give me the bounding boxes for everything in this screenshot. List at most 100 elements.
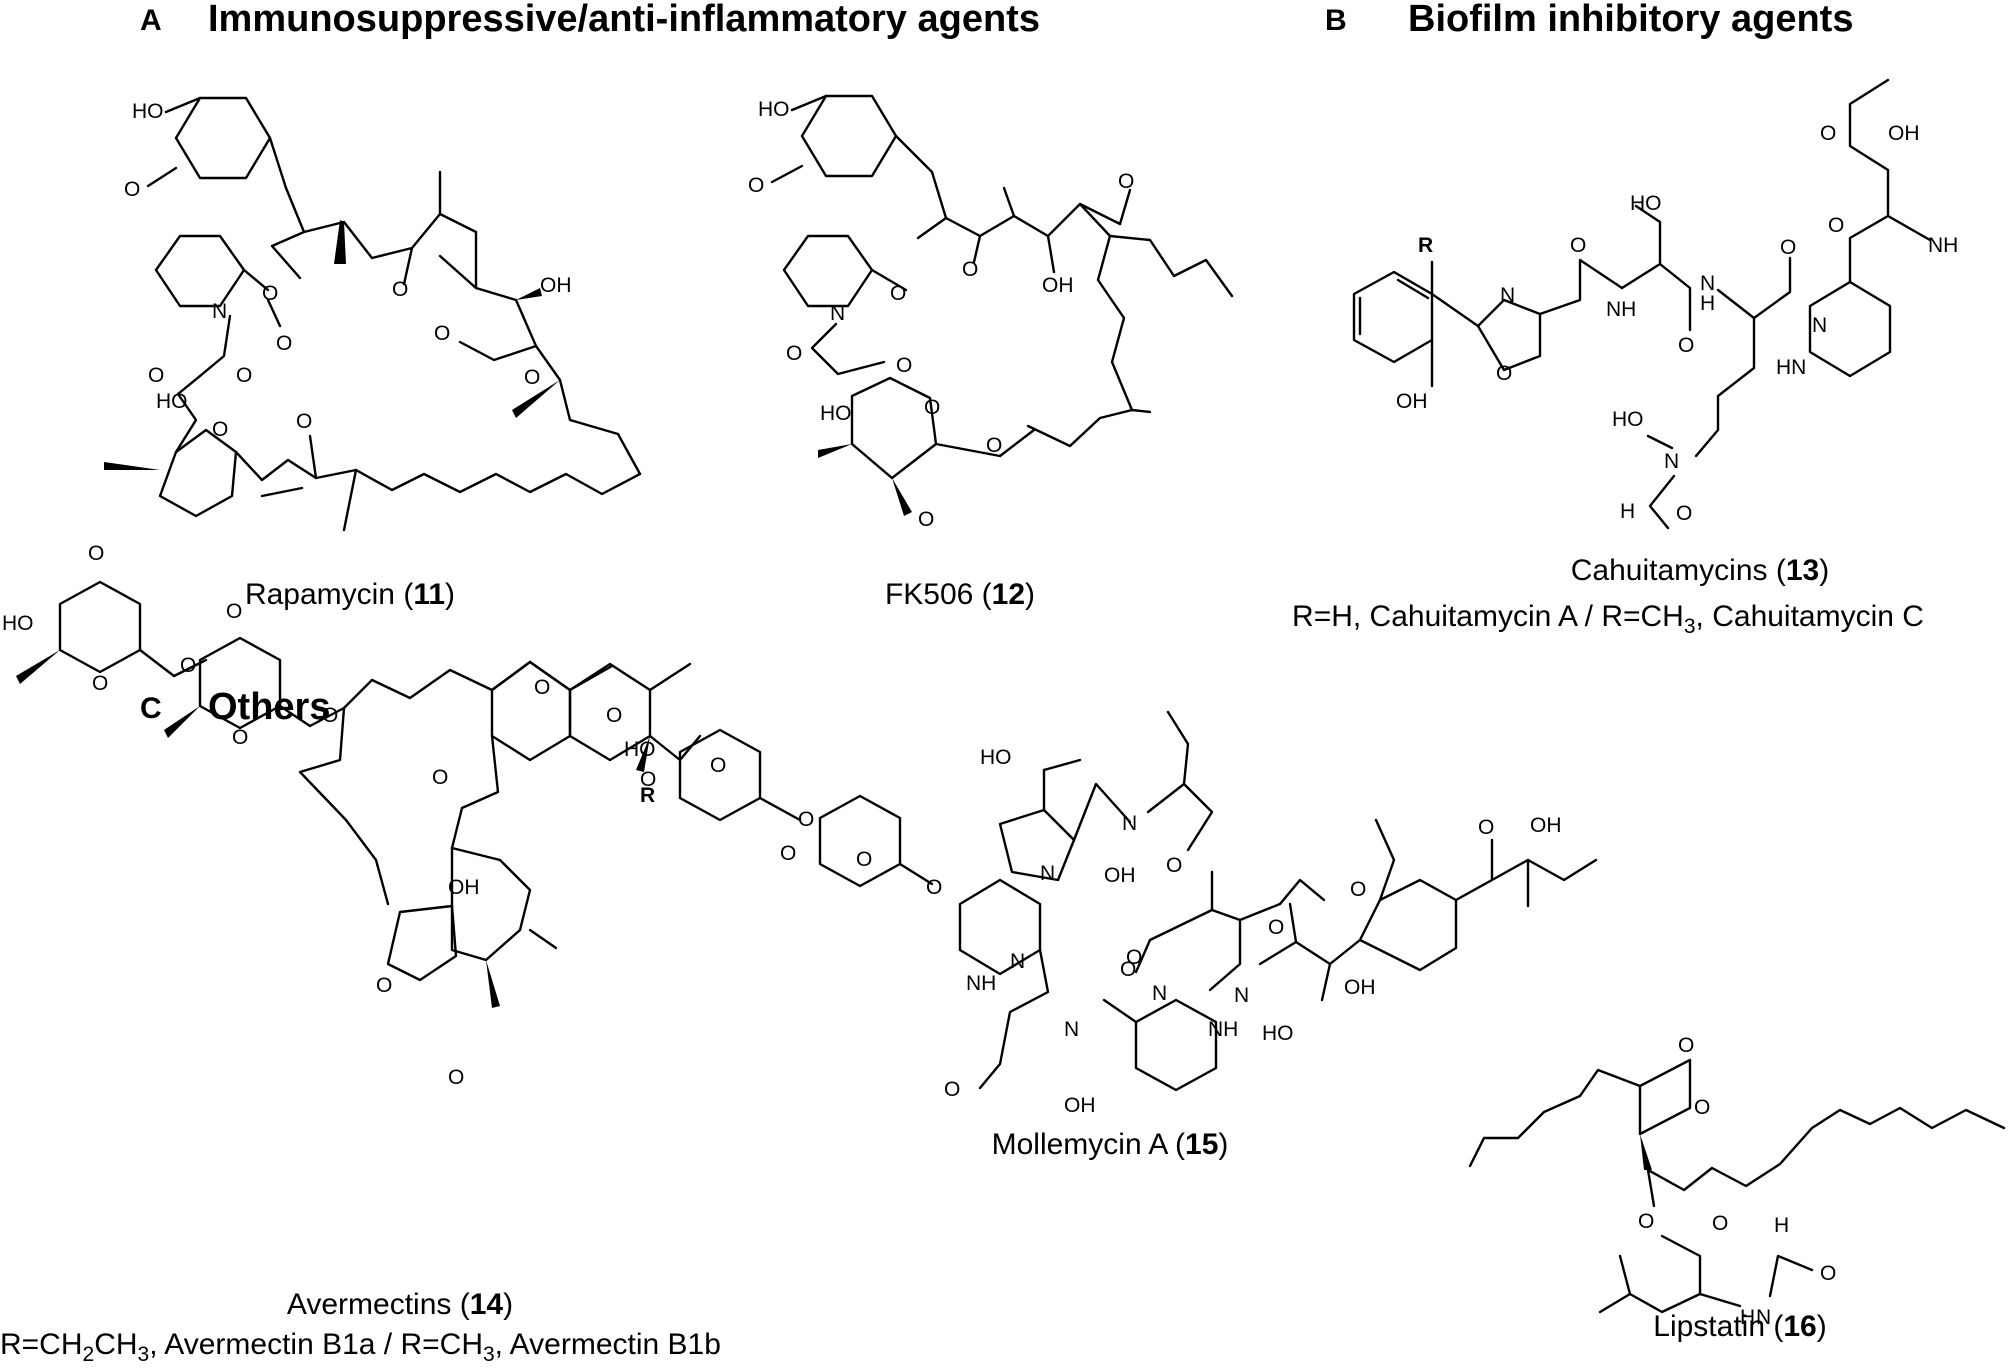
atom-label-nh: NH xyxy=(1928,234,1958,257)
avermectins-structure: HO O O O O O O O O O R O xyxy=(2,542,702,1089)
atom-label-oh: OH xyxy=(448,876,480,899)
atom-label-o: O xyxy=(798,808,814,831)
panel-letter-b: B xyxy=(1325,4,1347,37)
atom-label-h: H xyxy=(1774,1214,1789,1237)
atom-label-o: O xyxy=(1678,334,1694,357)
rapamycin-structure: HO O N O O O O HO O O xyxy=(104,96,642,532)
atom-label-n: N xyxy=(212,300,227,323)
compound-number-lipstatin: 16 xyxy=(1783,1310,1817,1343)
caption-mollemycin: Mollemycin A (15) xyxy=(991,1128,1229,1161)
atom-label-ho: HO xyxy=(1262,1022,1294,1045)
atom-label-o: O xyxy=(322,704,338,727)
atom-label-o: O xyxy=(226,600,242,623)
atom-label-o: O xyxy=(1478,816,1494,839)
atom-label-oh: OH xyxy=(1344,976,1376,999)
atom-label-o: O xyxy=(640,768,656,791)
atom-label-nh: NH xyxy=(1606,298,1636,321)
lipstatin-structure: O O O O H N H O xyxy=(1468,1034,2006,1329)
atom-label-o: O xyxy=(180,654,196,677)
atom-label-ho: HO xyxy=(758,98,790,121)
compound-number-mollemycin: 15 xyxy=(1185,1128,1219,1161)
atom-label-o: O xyxy=(148,364,164,387)
compound-name-rapamycin: Rapamycin xyxy=(244,578,395,611)
atom-label-o: O xyxy=(434,322,450,345)
atom-label-o: O xyxy=(432,766,448,789)
atom-label-o: O xyxy=(944,1078,960,1101)
caption-cahuitamycins-note: R=H, Cahuitamycin A / R=CH3, Cahuitamyci… xyxy=(1258,600,1958,639)
note-subscript: 3 xyxy=(137,1343,150,1366)
note-text: , Cahuitamycin C xyxy=(1695,600,1924,633)
atom-label-o: O xyxy=(1638,1210,1654,1233)
atom-label-ho: HO xyxy=(1612,408,1644,431)
atom-label-h: H xyxy=(1620,500,1635,523)
compound-name-lipstatin: Lipstatin xyxy=(1653,1310,1766,1343)
compound-number-cahuitamycins: 13 xyxy=(1785,554,1820,587)
atom-label-n: N xyxy=(1234,984,1249,1007)
atom-label-oh: OH xyxy=(1042,274,1074,297)
atom-label-o: O xyxy=(856,848,872,871)
atom-label-o: O xyxy=(1126,946,1142,969)
compound-name-avermectins: Avermectins xyxy=(286,1288,452,1321)
note-text: CH xyxy=(94,1328,138,1361)
atom-label-o: O xyxy=(710,754,726,777)
atom-label-o: O xyxy=(1268,916,1284,939)
atom-label-oh: OH xyxy=(1064,1094,1096,1117)
atom-label-o: O xyxy=(890,282,906,305)
atom-label-hn: HN xyxy=(1776,356,1806,379)
atom-label-r: R xyxy=(640,784,655,807)
atom-label-n: N xyxy=(1064,1018,1079,1041)
compound-number-fk506: 12 xyxy=(991,578,1026,611)
atom-label-ho: HO xyxy=(2,612,34,635)
atom-label-o: O xyxy=(1166,854,1182,877)
atom-label-o: O xyxy=(212,418,228,441)
atom-label-o: O xyxy=(1676,502,1692,525)
atom-label-o: O xyxy=(1350,878,1366,901)
note-text: , Avermectin B1a / R=CH xyxy=(149,1328,483,1361)
atom-label-ho: HO xyxy=(980,746,1012,769)
atom-label-o: O xyxy=(1828,214,1844,237)
atom-label-nh: NH xyxy=(1208,1018,1238,1041)
atom-label-o: O xyxy=(124,178,140,201)
atom-label-o: O xyxy=(1120,958,1136,981)
atom-label-oh: OH xyxy=(1396,390,1428,413)
atom-label-o: O xyxy=(296,410,312,433)
atom-label-ho: HO xyxy=(624,738,656,761)
atom-label-h: H xyxy=(1740,1306,1755,1329)
atom-label-o: O xyxy=(1712,1212,1728,1235)
atom-label-o: O xyxy=(1780,236,1796,259)
caption-rapamycin: Rapamycin (11) xyxy=(244,578,456,611)
mollemycin-structure: HO O O O O O O N NH N HO N OH O xyxy=(624,710,1598,1117)
atom-label-o: O xyxy=(534,676,550,699)
atom-label-o: O xyxy=(986,434,1002,457)
note-text: R=H, Cahuitamycin A / R=CH xyxy=(1292,600,1684,633)
atom-label-o: O xyxy=(1678,1034,1694,1057)
atom-label-h: H xyxy=(1700,292,1715,315)
atom-label-oh: OH xyxy=(540,274,572,297)
compound-name-cahuitamycins: Cahuitamycins xyxy=(1570,554,1768,587)
atom-label-ho: HO xyxy=(1630,192,1662,215)
compound-number-rapamycin: 11 xyxy=(413,578,446,611)
atom-label-oh: OH xyxy=(1888,122,1920,145)
panel-heading-b: Biofilm inhibitory agents xyxy=(1408,0,1854,40)
atom-label-n: N xyxy=(1500,284,1515,307)
caption-lipstatin: Lipstatin (16) xyxy=(1653,1310,1827,1343)
atom-label-oh: OH xyxy=(1530,814,1562,837)
atom-label-ho: HO xyxy=(156,390,188,413)
atom-label-o: O xyxy=(962,258,978,281)
atom-label-o: O xyxy=(780,842,796,865)
atom-label-n: N xyxy=(1756,1306,1771,1329)
atom-label-o: O xyxy=(392,278,408,301)
note-text: R=CH xyxy=(0,1328,83,1361)
caption-avermectins: Avermectins (14) xyxy=(286,1288,514,1321)
panel-letter-c: C xyxy=(140,692,162,725)
atom-label-o: O xyxy=(448,1066,464,1089)
atom-label-n: N xyxy=(1040,862,1055,885)
atom-label-o: O xyxy=(926,876,942,899)
caption-avermectins-note: R=CH2CH3, Avermectin B1a / R=CH3, Averme… xyxy=(0,1328,820,1367)
note-subscript: 3 xyxy=(482,1343,495,1366)
atom-label-r: R xyxy=(1418,234,1433,257)
atom-label-o: O xyxy=(924,396,940,419)
caption-fk506: FK506 (12) xyxy=(884,578,1036,611)
